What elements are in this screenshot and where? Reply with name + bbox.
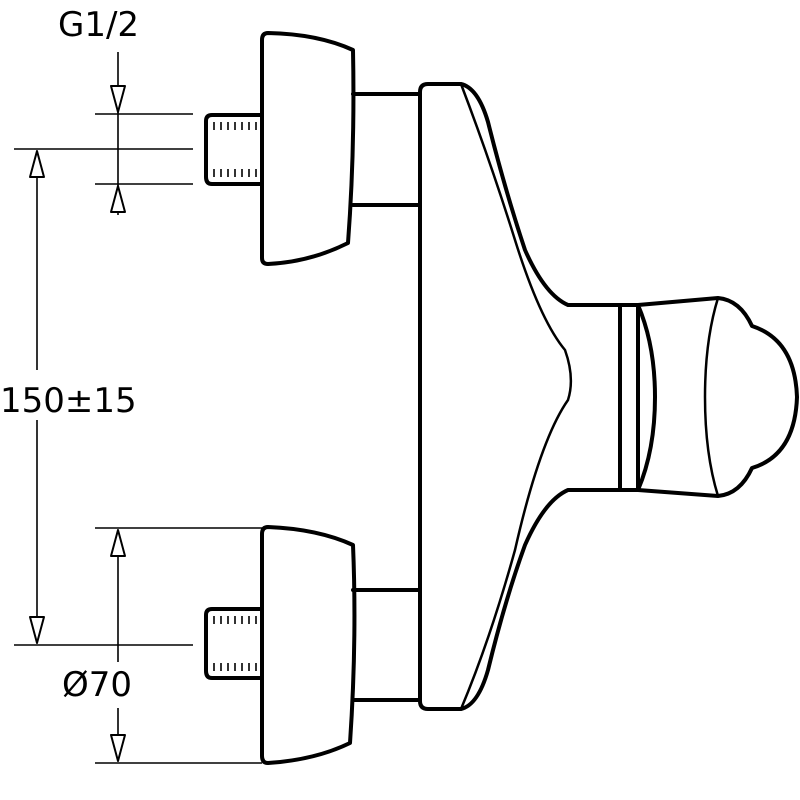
- upper-connecting-pipe: [351, 92, 422, 207]
- cartridge-collar: [618, 303, 640, 492]
- arrow-up-icon: [110, 529, 126, 557]
- thread-dimension: [110, 52, 126, 215]
- diameter-dimension: [110, 529, 126, 762]
- arrow-down-icon: [110, 85, 126, 113]
- thread-size-label: G1/2: [58, 5, 139, 45]
- arrow-down-icon: [29, 616, 45, 644]
- upper-threaded-connector: [204, 113, 264, 186]
- handle-knob: [636, 296, 799, 498]
- spacing-dimension: [29, 150, 45, 644]
- arrow-up-icon: [110, 185, 126, 213]
- lower-threaded-connector: [204, 607, 264, 680]
- lower-connecting-pipe: [351, 588, 422, 702]
- mixer-body-contour: [459, 82, 573, 711]
- pipe-spacing-label: 150±15: [0, 381, 137, 421]
- rosette-diameter-label: Ø70: [62, 665, 132, 705]
- mixer-body: [418, 82, 622, 711]
- handle-knob-contour: [703, 296, 720, 498]
- extension-lines: [14, 113, 262, 764]
- arrow-down-icon: [110, 734, 126, 762]
- lower-rosette: [260, 525, 357, 765]
- arrow-up-icon: [29, 150, 45, 178]
- upper-rosette: [260, 31, 356, 266]
